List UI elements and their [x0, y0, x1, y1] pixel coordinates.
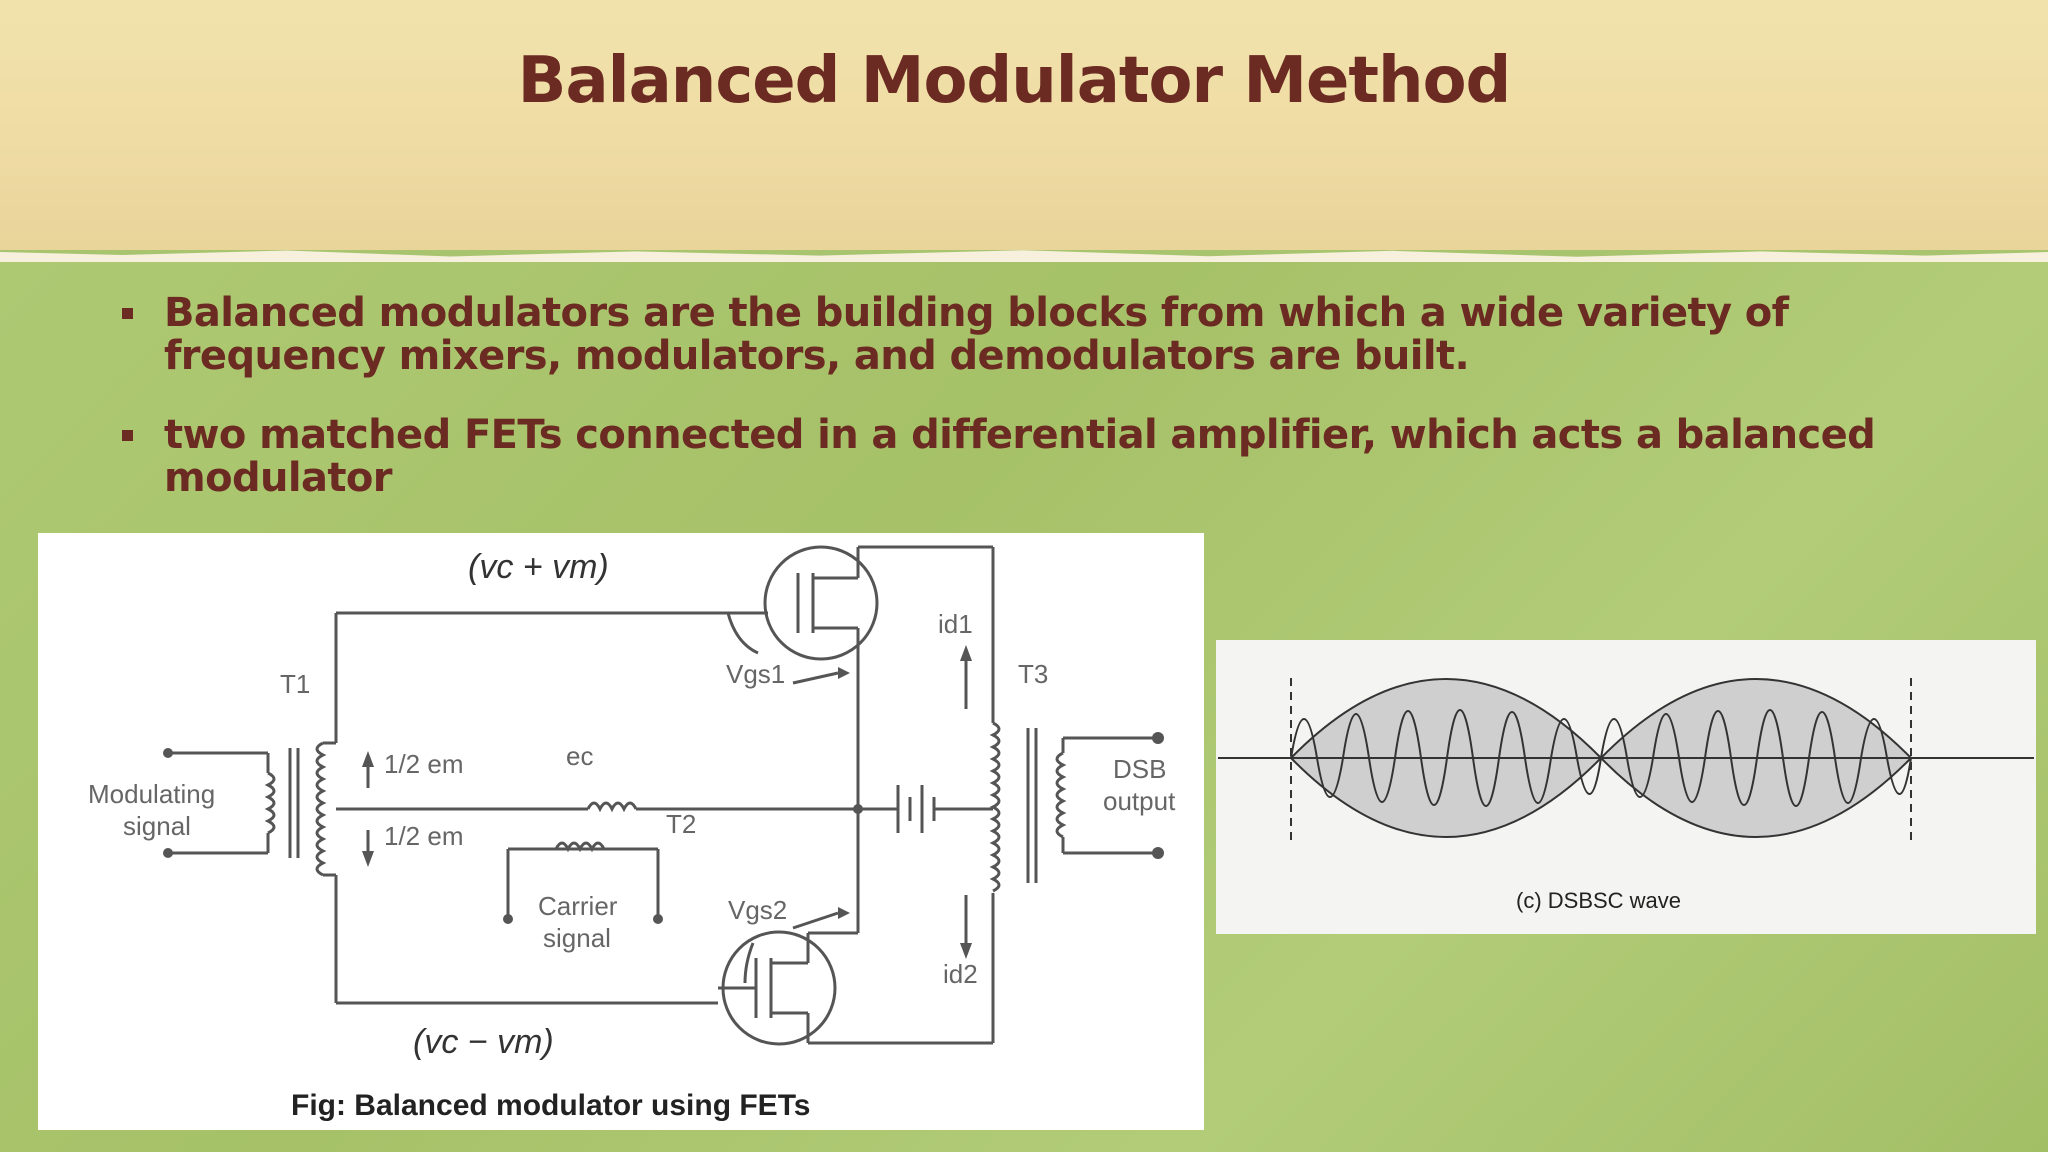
label-signal: signal — [123, 811, 191, 841]
label-half-em-top: 1/2 em — [384, 749, 464, 779]
bullet-item: two matched FETs connected in a differen… — [118, 414, 1978, 500]
label-half-em-bottom: 1/2 em — [384, 821, 464, 851]
circuit-diagram: (vc + vm) (vc − vm) T1 T2 T3 Modulating … — [88, 545, 1176, 1122]
slide-title-text: Balanced Modulator Method — [517, 44, 1512, 118]
slide-header — [0, 0, 2048, 250]
label-carrier: Carrier — [538, 891, 618, 921]
label-id1: id1 — [938, 609, 973, 639]
label-t2: T2 — [666, 809, 696, 839]
bullet-item: Balanced modulators are the building blo… — [118, 292, 1978, 378]
slide-title: Balanced Modulator Method — [0, 44, 2048, 118]
bottom-expression: (vc − vm) — [413, 1023, 554, 1061]
bullet-marker — [122, 308, 133, 319]
label-dsb: DSB — [1113, 754, 1166, 784]
wave-caption: (c) DSBSC wave — [1516, 888, 1681, 913]
label-output: output — [1103, 786, 1176, 816]
top-expression: (vc + vm) — [468, 548, 609, 586]
bullet-list: Balanced modulators are the building blo… — [118, 292, 1978, 536]
label-modulating: Modulating — [88, 779, 215, 809]
bullet-text: two matched FETs connected in a differen… — [164, 412, 1876, 501]
dsbsc-wave-figure: (c) DSBSC wave — [1216, 640, 2036, 934]
bullet-text: Balanced modulators are the building blo… — [164, 290, 1789, 379]
label-carrier-signal: signal — [543, 923, 611, 953]
bullet-marker — [122, 430, 133, 441]
label-ec: ec — [566, 741, 593, 771]
label-vgs2: Vgs2 — [728, 895, 787, 925]
circuit-caption: Fig: Balanced modulator using FETs — [291, 1089, 810, 1122]
label-id2: id2 — [943, 959, 978, 989]
label-vgs1: Vgs1 — [726, 659, 785, 689]
label-t3: T3 — [1018, 659, 1048, 689]
circuit-figure: (vc + vm) (vc − vm) T1 T2 T3 Modulating … — [38, 533, 1204, 1130]
dsbsc-wave-diagram: (c) DSBSC wave — [1218, 678, 2034, 913]
label-t1: T1 — [280, 669, 310, 699]
